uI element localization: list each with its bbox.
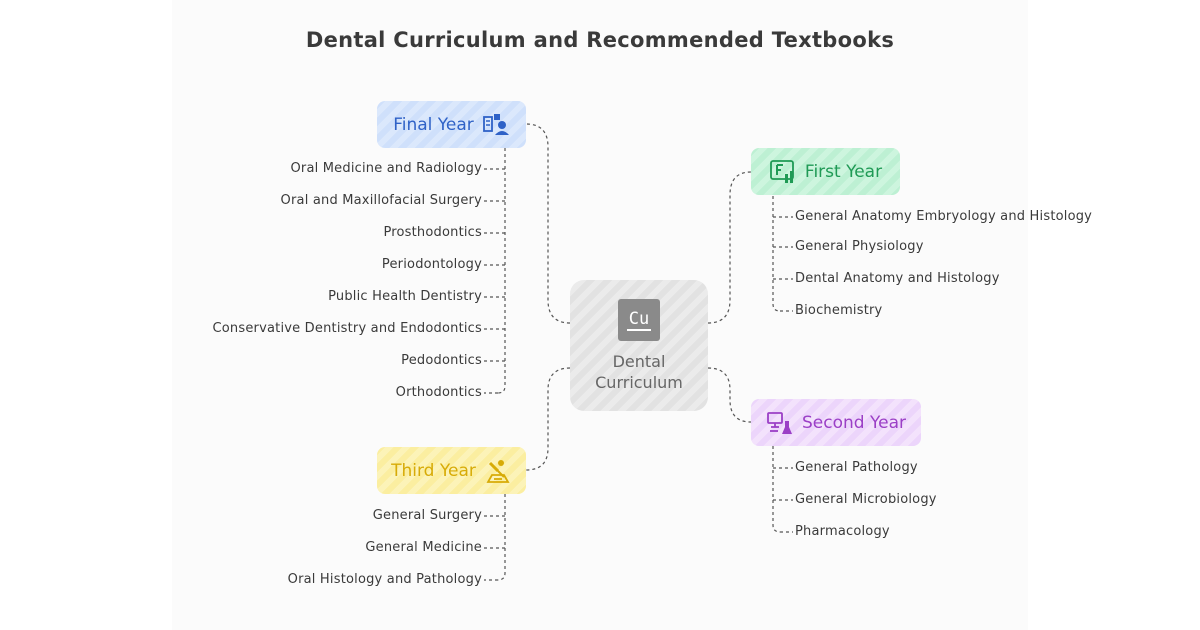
list-item: Oral Histology and Pathology xyxy=(287,572,482,587)
final-year-label: Final Year xyxy=(393,114,474,135)
connector-third-year xyxy=(525,367,571,471)
list-item: Dental Anatomy and Histology xyxy=(795,271,1000,286)
first-year-label: First Year xyxy=(804,161,883,182)
list-item: Conservative Dentistry and Endodontics xyxy=(212,321,482,336)
list-item: Oral and Maxillofacial Surgery xyxy=(280,193,482,208)
second-year-spine xyxy=(772,446,781,533)
connector-second-year xyxy=(707,367,752,423)
second-year-node[interactable]: Second Year xyxy=(751,399,921,446)
list-item: General Microbiology xyxy=(795,492,937,507)
third-year-spine xyxy=(497,494,506,581)
cu-badge-icon: Cu xyxy=(618,298,660,341)
list-item: Public Health Dentistry xyxy=(328,289,482,304)
list-item: Oral Medicine and Radiology xyxy=(290,161,482,176)
list-item: General Surgery xyxy=(372,508,482,523)
first-year-node[interactable]: First Year xyxy=(751,148,900,195)
connector-first-year xyxy=(707,171,752,324)
center-node[interactable]: Cu Dental Curriculum xyxy=(570,280,708,411)
list-item: General Anatomy Embryology and Histology xyxy=(795,209,1093,224)
center-label-line1: Dental xyxy=(612,351,666,371)
letter-f-chart-icon xyxy=(769,158,797,186)
third-year-node[interactable]: Third Year xyxy=(377,447,526,494)
list-item: Orthodontics xyxy=(395,385,482,400)
center-label-line2: Curriculum xyxy=(595,372,683,392)
list-item: Biochemistry xyxy=(795,303,883,318)
list-item: General Physiology xyxy=(795,239,924,254)
third-year-label: Third Year xyxy=(391,460,476,481)
lab-computer-icon xyxy=(766,409,794,437)
list-item: General Pathology xyxy=(795,460,918,475)
microscope-icon xyxy=(484,457,512,485)
final-year-node[interactable]: Final Year xyxy=(377,101,526,148)
list-item: Pharmacology xyxy=(795,524,890,539)
final-year-spine xyxy=(497,148,506,394)
list-item: Prosthodontics xyxy=(383,225,482,240)
diagram-title: Dental Curriculum and Recommended Textbo… xyxy=(305,28,895,52)
second-year-label: Second Year xyxy=(802,412,906,433)
list-item: Periodontology xyxy=(381,257,482,272)
list-item: Pedodontics xyxy=(401,353,482,368)
connector-final-year xyxy=(525,123,571,324)
school-icon xyxy=(482,111,510,139)
first-year-spine xyxy=(772,196,781,312)
list-item: General Medicine xyxy=(365,540,482,555)
